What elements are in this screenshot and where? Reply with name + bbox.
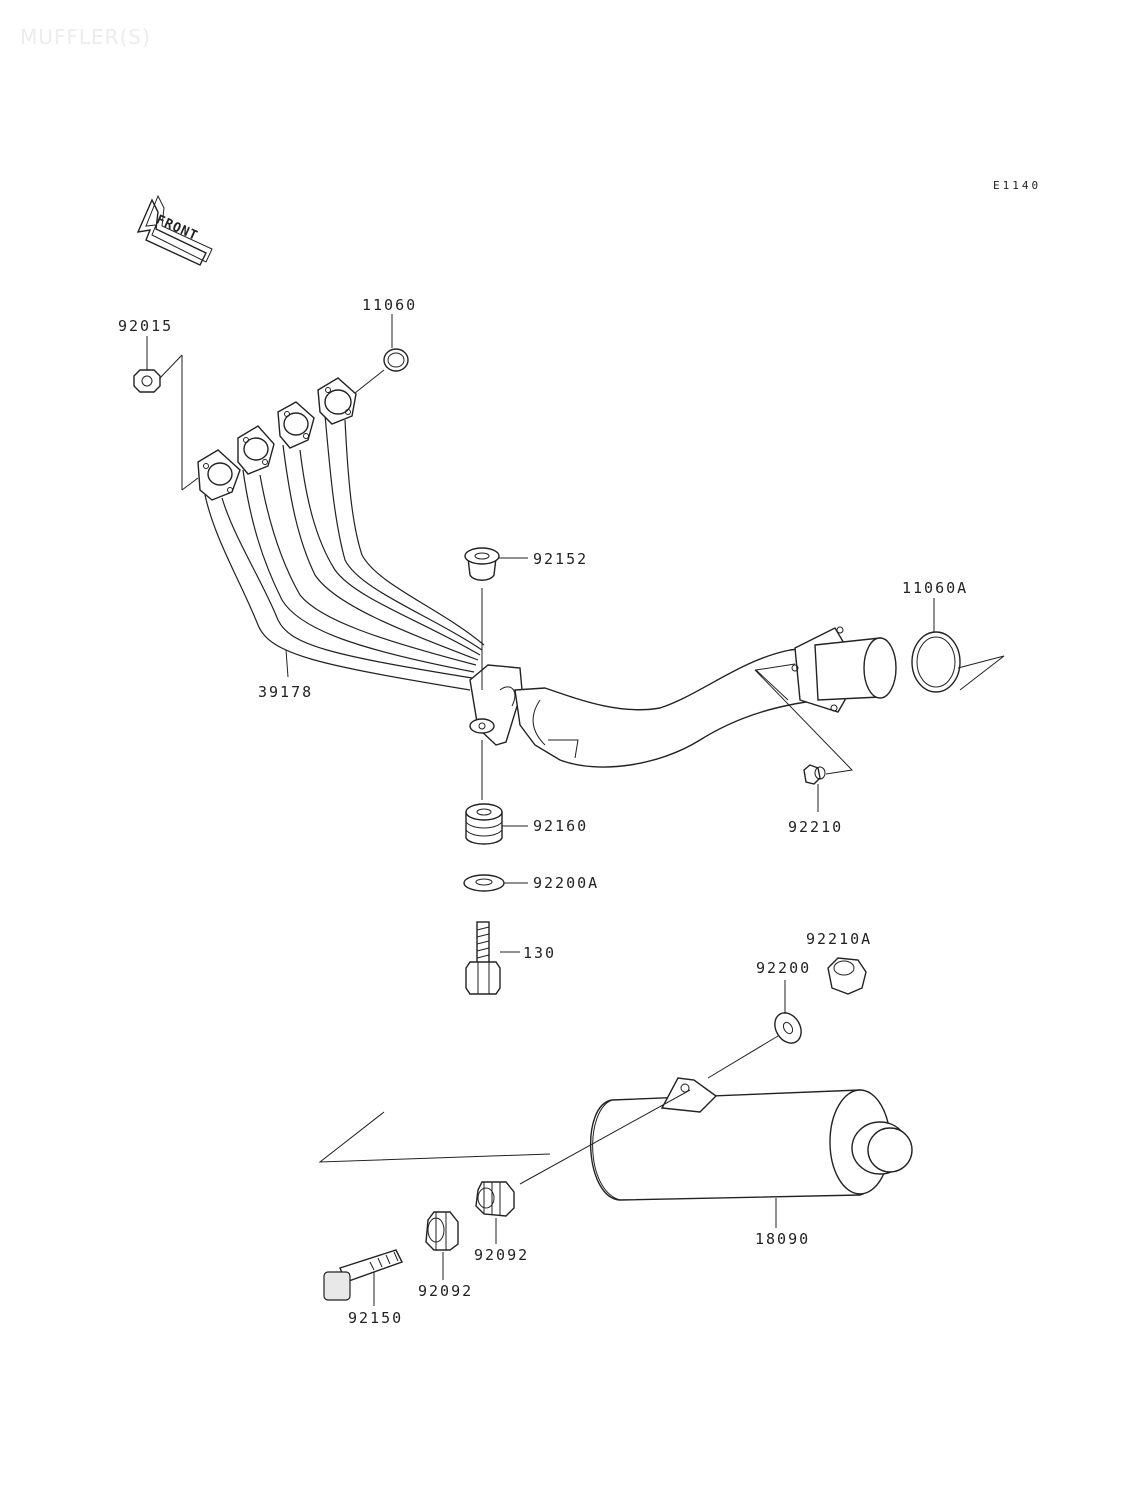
label-39178: 39178 <box>258 683 313 701</box>
front-arrow-icon: FRONT <box>136 194 213 266</box>
label-92200A: 92200A <box>533 874 599 892</box>
label-92092-right: 92092 <box>474 1246 529 1264</box>
header-outlet <box>791 626 897 713</box>
header-flange-1 <box>197 449 241 501</box>
grommet-92160 <box>465 803 503 845</box>
damper-92092-right <box>475 1181 515 1217</box>
label-92150: 92150 <box>348 1309 403 1327</box>
label-92210: 92210 <box>788 818 843 836</box>
diagram-code: E1140 <box>993 179 1041 192</box>
diagram-title: MUFFLER(S) <box>20 25 151 49</box>
label-11060: 11060 <box>362 296 417 314</box>
header-flange-4 <box>317 377 357 425</box>
label-130: 130 <box>523 944 556 962</box>
muffler-18090 <box>589 1077 913 1201</box>
bolt-130 <box>465 921 501 995</box>
label-92200: 92200 <box>756 959 811 977</box>
label-18090: 18090 <box>755 1230 810 1248</box>
gasket-11060 <box>383 348 409 372</box>
label-92160: 92160 <box>533 817 588 835</box>
label-11060A: 11060A <box>902 579 968 597</box>
collar-92152 <box>464 547 500 581</box>
bolt-92210 <box>803 764 826 785</box>
label-92092-left: 92092 <box>418 1282 473 1300</box>
damper-92092-left <box>425 1211 459 1251</box>
header-flange-3 <box>277 401 315 449</box>
bolt-92150 <box>323 1249 403 1301</box>
exhaust-header-pipes <box>204 414 485 691</box>
washer-92200A <box>463 874 505 892</box>
leader-lines <box>146 314 1005 1306</box>
label-92210A: 92210A <box>806 930 872 948</box>
washer-92200 <box>774 1012 802 1044</box>
nut-92210A <box>827 957 867 995</box>
header-flange-2 <box>237 425 275 475</box>
label-92152: 92152 <box>533 550 588 568</box>
collector-pipe <box>469 647 821 768</box>
nut-92015 <box>133 369 161 393</box>
label-92015: 92015 <box>118 317 173 335</box>
gasket-11060A <box>911 631 961 693</box>
